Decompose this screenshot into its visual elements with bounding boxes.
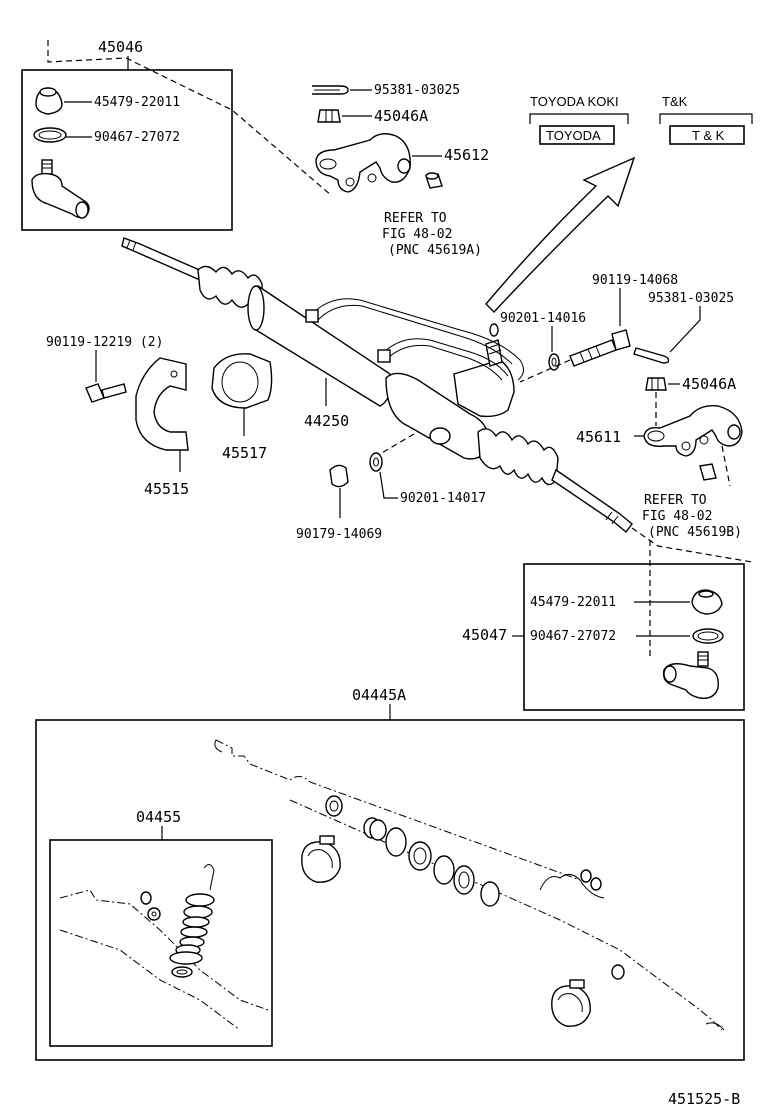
tie-rod-end-assembly-right: 45479-22011 90467-27072 45047	[462, 527, 753, 711]
refer-b-line3: (PNC 45619B)	[648, 525, 742, 540]
tie-rod-end-box-right	[523, 563, 745, 711]
mount-bolt-part	[85, 383, 127, 403]
brand-tk-label: T & K	[692, 128, 725, 143]
tie-rod-end-assembly-left: 45046 45479-22011 90467-27072	[21, 38, 333, 231]
inner-tie-rod-left	[121, 237, 205, 281]
kit-04445A-box	[35, 719, 745, 1061]
refer-a-line1: REFER TO	[384, 211, 447, 226]
rack-housing-tube	[251, 284, 392, 407]
brand-pointer-arrow	[485, 156, 636, 314]
refer-b-line2: FIG 48-02	[642, 509, 712, 524]
refer-b-line1: REFER TO	[644, 493, 707, 508]
part-90467-label-b: 90467-27072	[530, 629, 616, 644]
part-95381-label-b: 95381-03025	[648, 291, 734, 306]
part-90201-14016-label: 90201-14016	[500, 311, 586, 326]
part-45611-label: 45611	[576, 428, 621, 446]
part-44250-label: 44250	[304, 412, 349, 430]
part-45612-label: 45612	[444, 146, 489, 164]
castle-nut-part	[317, 109, 341, 123]
tie-rod-end-part	[31, 159, 90, 219]
knuckle-arm-part-b	[643, 405, 743, 457]
part-90179-label: 90179-14069	[296, 527, 382, 542]
boot-clamp-right	[551, 985, 591, 1027]
lower-hardware-group: 90201-14017 90179-14069	[296, 452, 486, 542]
tie-rod-end-box-left	[21, 69, 233, 231]
knuckle-arm-upper-assembly: 95381-03025 45046A 45612 REFER TO FIG 48…	[312, 83, 489, 258]
mount-hardware-group: 90119-12219 (2) 45515 45517	[46, 335, 273, 498]
inner-tie-rod-right	[551, 468, 633, 534]
part-95381-label-a: 95381-03025	[374, 83, 460, 98]
brand-tk-title: T&K	[662, 94, 688, 109]
cotter-pin-part-b	[633, 347, 670, 364]
part-45046A-label-a: 45046A	[374, 107, 428, 125]
part-45479-label-b: 45479-22011	[530, 595, 616, 610]
washer-14016-part	[548, 353, 560, 371]
ring-part	[33, 127, 67, 143]
hydraulic-pipe-upper	[309, 298, 524, 381]
brand-toyoda-label: TOYODA	[546, 128, 601, 143]
rack-phantom-outline	[215, 739, 581, 881]
brand-toyoda-koki-title: TOYODA KOKI	[530, 94, 619, 109]
part-90467-label-a: 90467-27072	[94, 130, 180, 145]
brand-toyoda-box	[539, 125, 615, 145]
part-45046A-label-b: 45046A	[682, 375, 736, 393]
part-04455-label: 04455	[136, 808, 181, 826]
brand-tk-box	[669, 125, 745, 145]
seal-set	[325, 795, 500, 907]
bolt-14068-part	[569, 329, 631, 367]
part-45515-label: 45515	[144, 480, 189, 498]
kit-04455-box	[49, 839, 273, 1047]
rack-boot-right	[477, 428, 559, 486]
part-45517-label: 45517	[222, 444, 267, 462]
part-04445A-label: 04445A	[352, 686, 406, 704]
refer-a-line2: FIG 48-02	[382, 227, 452, 242]
mount-grommet-part	[211, 353, 273, 409]
pinion-housing	[453, 359, 515, 418]
gasket-kit-04455: 04455	[49, 808, 273, 1047]
right-hardware-group: 90119-14068 95381-03025 90201-14016 4504…	[500, 273, 743, 540]
manufacturer-legend: TOYODA KOKI TOYODA T&K T & K	[485, 94, 753, 314]
nut-90179-part	[329, 464, 349, 488]
washer-14017-part	[369, 452, 383, 472]
valve-seal-stack	[169, 893, 215, 978]
valve-phantom-outline	[59, 889, 269, 1011]
castle-nut-part-b	[645, 377, 667, 391]
ring-part-b	[692, 628, 724, 644]
refer-a-line3: (PNC 45619A)	[388, 243, 482, 258]
knuckle-arm-part	[315, 133, 411, 193]
part-90119-14068-label: 90119-14068	[592, 273, 678, 288]
boot-clamp-left	[301, 841, 341, 883]
steering-gear-main-assembly: 44250	[121, 237, 633, 534]
hydraulic-pipe-lower	[379, 338, 509, 377]
part-45047-label: 45047	[462, 626, 507, 644]
part-45046-label: 45046	[98, 38, 143, 56]
diagram-id-label: 451525-B	[668, 1090, 740, 1108]
tie-rod-end-part-b	[662, 651, 719, 699]
part-45479-label-a: 45479-22011	[94, 95, 180, 110]
bushing-part-b	[699, 463, 717, 481]
gasket-kit-04445A: 04445A	[35, 686, 745, 1061]
part-90201-14017-label: 90201-14017	[400, 491, 486, 506]
part-90119-12219-label: 90119-12219 (2)	[46, 335, 163, 350]
mount-bracket-part	[135, 357, 189, 451]
